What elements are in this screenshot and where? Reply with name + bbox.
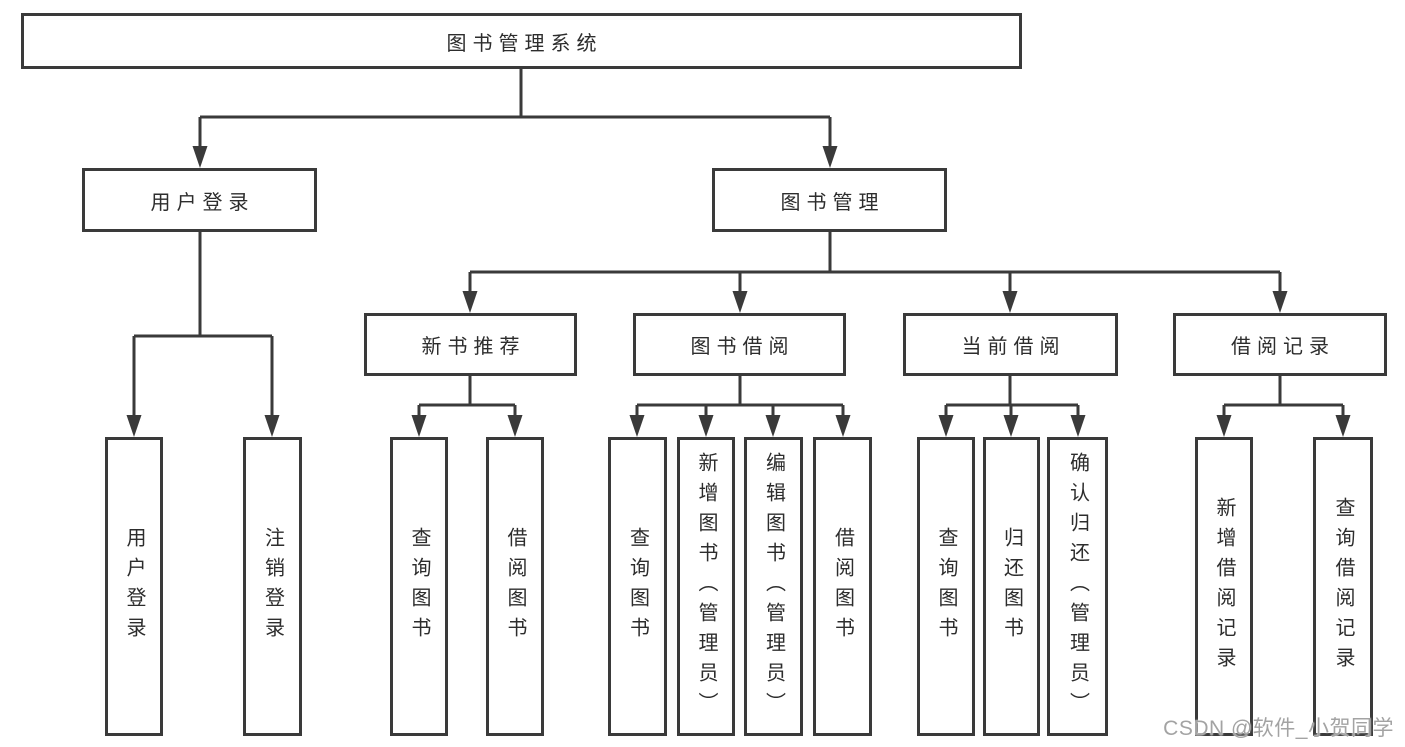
- node-label: 查询借阅记录: [1332, 496, 1354, 677]
- node-label: 编辑图书（管理员）: [762, 451, 785, 722]
- node-label: 用户登录: [150, 191, 255, 214]
- leaf-borrow-book: 借阅图书: [813, 437, 872, 736]
- leaf-confirm-return-admin: 确认归还（管理员）: [1047, 437, 1108, 736]
- node-label: 注销登录: [261, 526, 284, 647]
- node-user-login: 用户登录: [82, 168, 317, 232]
- node-label: 新书推荐: [421, 336, 526, 358]
- node-book-borrow: 图书借阅: [633, 313, 846, 376]
- leaf-borrow-book-recommend: 借阅图书: [486, 437, 544, 736]
- leaf-query-borrow-record: 查询借阅记录: [1313, 437, 1373, 736]
- node-label: 借阅记录: [1231, 336, 1335, 358]
- node-borrow-records: 借阅记录: [1173, 313, 1387, 376]
- node-label: 借阅图书: [831, 526, 854, 647]
- node-label: 图书管理系统: [446, 32, 603, 55]
- node-label: 当前借阅: [961, 336, 1066, 358]
- leaf-user-login: 用户登录: [105, 437, 163, 736]
- node-label: 借阅图书: [504, 526, 526, 647]
- node-label: 查询图书: [408, 526, 430, 647]
- leaf-add-borrow-record: 新增借阅记录: [1195, 437, 1253, 736]
- node-current-borrow: 当前借阅: [903, 313, 1118, 376]
- leaf-add-book-admin: 新增图书（管理员）: [677, 437, 735, 736]
- leaf-query-books-current: 查询图书: [917, 437, 975, 736]
- node-label: 查询图书: [626, 526, 649, 647]
- node-label: 新增图书（管理员）: [695, 451, 717, 722]
- node-label: 查询图书: [935, 526, 957, 647]
- leaf-query-books-borrow: 查询图书: [608, 437, 667, 736]
- leaf-return-book: 归还图书: [983, 437, 1040, 736]
- leaf-logout: 注销登录: [243, 437, 302, 736]
- node-label: 确认归还（管理员）: [1066, 451, 1089, 722]
- node-label: 图书借阅: [690, 336, 795, 358]
- node-label: 归还图书: [1000, 526, 1023, 647]
- node-root-library-system: 图书管理系统: [21, 13, 1022, 69]
- node-label: 用户登录: [123, 526, 145, 647]
- csdn-watermark: CSDN @软件_小贺同学: [1163, 717, 1394, 740]
- arrowhead-icons: [126, 146, 1351, 437]
- node-new-book-recommend: 新书推荐: [364, 313, 577, 376]
- node-label: 新增借阅记录: [1213, 496, 1235, 677]
- node-label: 图书管理: [780, 191, 885, 214]
- node-book-management: 图书管理: [712, 168, 947, 232]
- leaf-edit-book-admin: 编辑图书（管理员）: [744, 437, 803, 736]
- leaf-query-books-recommend: 查询图书: [390, 437, 448, 736]
